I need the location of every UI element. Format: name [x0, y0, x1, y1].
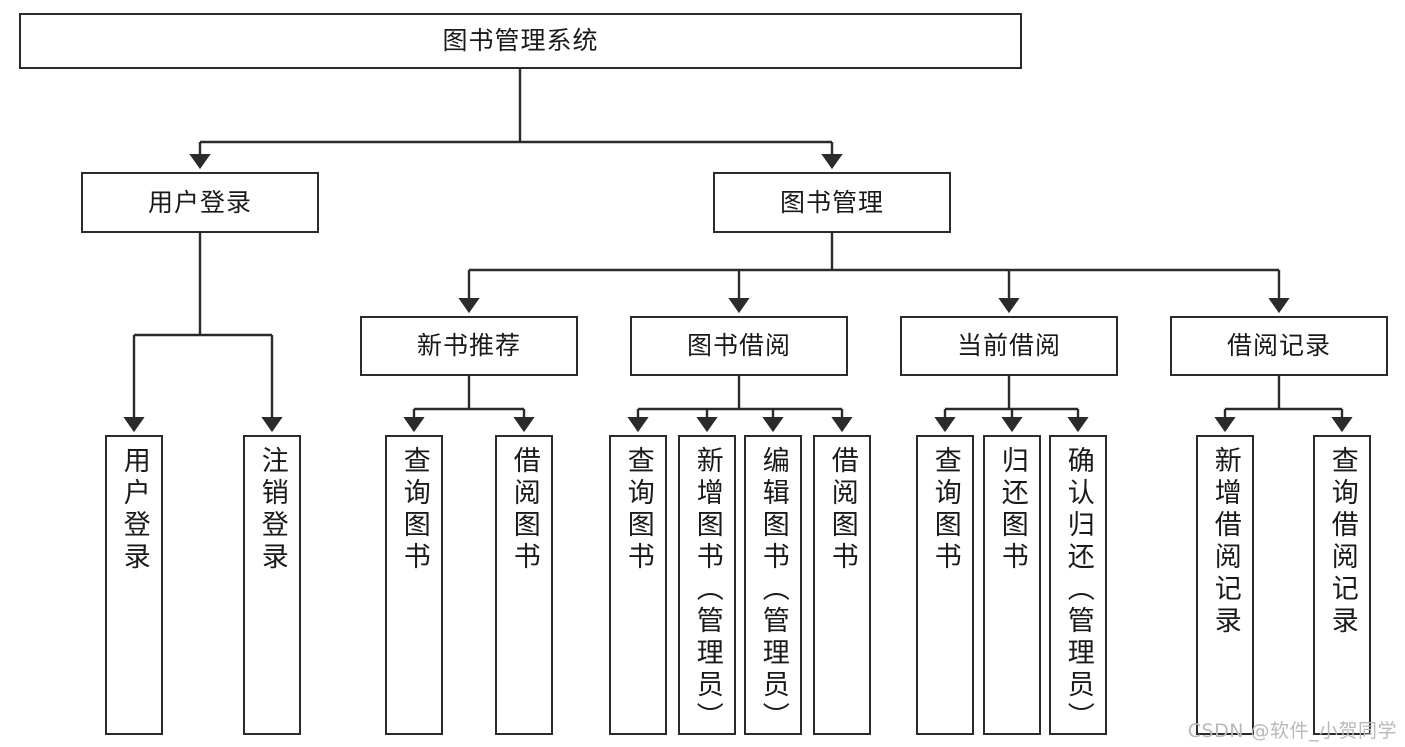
- node-label: 用户登录: [118, 446, 150, 574]
- node-root-book-management-system[interactable]: 图书管理系统: [19, 13, 1022, 69]
- node-label: 归还图书: [996, 446, 1028, 574]
- leaf-borrow-add-book-admin[interactable]: 新增图书（管理员）: [678, 435, 736, 735]
- node-label: 图书管理系统: [442, 26, 599, 56]
- node-new-book-recommend[interactable]: 新书推荐: [360, 316, 578, 376]
- node-label: 查询图书: [398, 446, 430, 574]
- leaf-current-return-book[interactable]: 归还图书: [983, 435, 1041, 735]
- leaf-recommend-borrow-book[interactable]: 借阅图书: [495, 435, 553, 735]
- node-label: 借阅图书: [826, 446, 858, 574]
- leaf-record-query-record[interactable]: 查询借阅记录: [1313, 435, 1371, 735]
- node-label: 用户登录: [147, 187, 252, 217]
- node-label: 查询图书: [929, 446, 961, 574]
- leaf-user-login-logout[interactable]: 注销登录: [243, 435, 301, 735]
- node-label: 注销登录: [256, 446, 288, 574]
- node-label: 确认归还（管理员）: [1062, 446, 1094, 734]
- node-label: 图书借阅: [686, 331, 791, 361]
- leaf-borrow-query-book[interactable]: 查询图书: [609, 435, 667, 735]
- node-borrow-record[interactable]: 借阅记录: [1170, 316, 1388, 376]
- node-label: 新增图书（管理员）: [691, 446, 723, 734]
- node-label: 借阅图书: [508, 446, 540, 574]
- node-book-borrow[interactable]: 图书借阅: [630, 316, 848, 376]
- node-label: 新增借阅记录: [1209, 446, 1241, 638]
- node-label: 借阅记录: [1226, 331, 1331, 361]
- node-label: 图书管理: [779, 187, 884, 217]
- node-label: 编辑图书（管理员）: [757, 446, 789, 734]
- leaf-borrow-edit-book-admin[interactable]: 编辑图书（管理员）: [744, 435, 802, 735]
- leaf-user-login-login[interactable]: 用户登录: [105, 435, 163, 735]
- leaf-current-confirm-return-admin[interactable]: 确认归还（管理员）: [1049, 435, 1107, 735]
- node-book-management[interactable]: 图书管理: [713, 172, 951, 233]
- watermark-text: CSDN @软件_小贺同学: [1187, 720, 1397, 742]
- leaf-current-query-book[interactable]: 查询图书: [916, 435, 974, 735]
- node-label: 当前借阅: [956, 331, 1061, 361]
- node-label: 查询借阅记录: [1326, 446, 1358, 638]
- node-user-login[interactable]: 用户登录: [81, 172, 319, 233]
- leaf-recommend-query-book[interactable]: 查询图书: [385, 435, 443, 735]
- leaf-borrow-borrow-book[interactable]: 借阅图书: [813, 435, 871, 735]
- node-current-borrow[interactable]: 当前借阅: [900, 316, 1118, 376]
- node-label: 新书推荐: [416, 331, 521, 361]
- node-label: 查询图书: [622, 446, 654, 574]
- leaf-record-add-record[interactable]: 新增借阅记录: [1196, 435, 1254, 735]
